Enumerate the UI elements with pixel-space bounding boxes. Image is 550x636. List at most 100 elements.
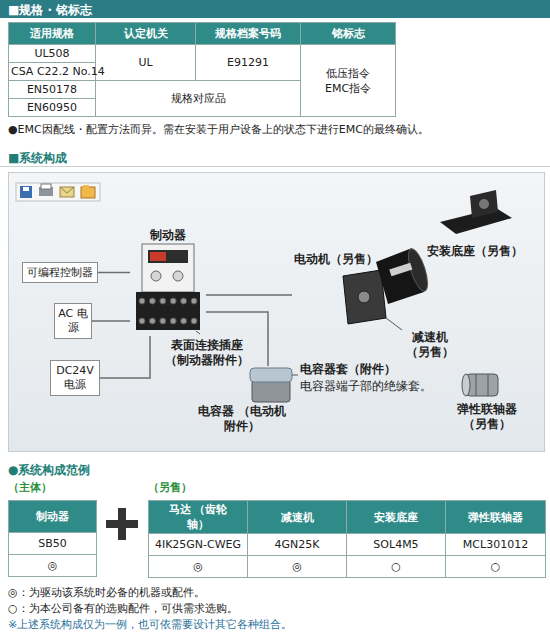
node-title: 电容器 （电动机附件） (192, 404, 292, 434)
table-cell: E91291 (196, 45, 301, 81)
cell-text: SOL4M5 (349, 538, 443, 551)
header-cell: 马达 （齿轮轴） (149, 501, 248, 534)
node-title: 表面连接插座 （制动器附件） (162, 338, 252, 368)
coupling-drawing (462, 374, 498, 396)
cell-text: ◎ (151, 560, 245, 573)
node-title: AC 电源 (55, 307, 91, 335)
node-title: 电容器套（附件） (300, 362, 440, 377)
component-label: 减速机 （另售） (404, 330, 456, 362)
cell-text: 规格对应品 (98, 91, 298, 106)
component-label: 电动机（另售） (292, 252, 422, 326)
cell-text: ◎ (250, 560, 344, 573)
header-cell: 适用规格 (9, 23, 96, 45)
wire (98, 272, 130, 274)
cell-text: 弹性联轴器 (448, 510, 543, 525)
header-cell: 规格档案号码 (196, 23, 301, 45)
table-cell: 4GN25K (248, 534, 347, 556)
note: ※上述系统构成仅为一例，也可依需要设计其它各种组合。 (8, 617, 292, 632)
table-cell: SOL4M5 (347, 534, 446, 556)
node-title: 弹性联轴器 （另售） (446, 402, 528, 432)
component-label: 弹性联轴器 （另售） (446, 368, 528, 436)
cell-text: 铭标志 (303, 26, 393, 41)
section-heading: ■系统构成 (8, 150, 67, 167)
header-cell: 认定机关 (96, 23, 196, 45)
spec-table: 制动器 SB50 ◎ (8, 500, 97, 577)
node-title: 电动机（另售） (294, 252, 390, 267)
cell-text: UL (98, 56, 193, 69)
source-box: 可编程控制器 (22, 262, 98, 283)
note: ○：为本公司备有的选购配件，可供需求选购。 (8, 601, 238, 616)
table-cell: CSA C22.2 No.14 (9, 63, 96, 81)
cell-text: 认定机关 (98, 26, 193, 41)
spec-table: 马达 （齿轮轴） 减速机安装底座弹性联轴器 4IK25GN-CWEG 4GN25K SO… (148, 500, 546, 578)
capacitor-drawing (250, 368, 292, 402)
wire (92, 320, 130, 322)
group-label: （另售） (148, 480, 192, 495)
table-cell: EN50178 (9, 81, 96, 99)
node-title: 减速机 （另售） (404, 330, 456, 360)
header-cell: 减速机 (248, 501, 347, 534)
table-cell: ◎ (248, 556, 347, 578)
table-cell: ○ (347, 556, 446, 578)
mount-bracket-drawing (440, 190, 512, 234)
node-body: 电容器端子部的绝缘套。 (300, 379, 440, 394)
cell-text: UL508 (11, 47, 93, 60)
cell-text: 4GN25K (250, 538, 344, 551)
header-cell: 铭标志 (301, 23, 396, 45)
wire (206, 294, 292, 296)
node-title: 可编程控制器 (23, 266, 97, 280)
controller-drawing (136, 244, 200, 330)
note: ◎：为驱动该系统时必备的机器或配件。 (8, 585, 205, 600)
toolbar-icons (16, 183, 100, 201)
cell-text: ○ (349, 560, 443, 573)
cell-text: 4IK25GN-CWEG (151, 538, 245, 551)
node-title: DC24V 电源 (51, 364, 99, 392)
cell-text: CSA C22.2 No.14 (11, 65, 93, 78)
table-cell: 低压指令 EMC指令 (301, 45, 396, 117)
wire (100, 336, 150, 378)
cell-text: 规格档案号码 (198, 26, 298, 41)
component-label: 安装底座（另售） (424, 188, 526, 260)
table-cell: 4IK25GN-CWEG (149, 534, 248, 556)
cell-text: EN50178 (11, 83, 93, 96)
cell-text: 适用规格 (11, 26, 93, 41)
node-title: 安装底座（另售） (424, 244, 526, 259)
section-heading: ■规格 · 铭标志 (8, 2, 92, 19)
source-box: DC24V 电源 (50, 360, 100, 396)
cell-text: 马达 （齿轮轴） (167, 502, 229, 532)
source-box: AC 电源 (54, 303, 92, 339)
cell-text: EN60950 (11, 101, 93, 114)
group-label: （主体） (8, 480, 52, 495)
node-title: 制动器 (130, 228, 206, 243)
table-cell: SB50 (9, 533, 97, 555)
cell-text: 制动器 (11, 509, 94, 524)
plus-sign (106, 508, 138, 540)
cell-text: 减速机 (250, 510, 344, 525)
spec-table: 适用规格认定机关规格档案号码铭标志 UL508UL E91291 低压指令 EMC指令… (8, 22, 396, 117)
table-cell: ◎ (149, 556, 248, 578)
component-label: 表面连接插座 （制动器附件） (162, 338, 252, 368)
table-cell: EN60950 (9, 99, 96, 117)
cell-text: E91291 (198, 56, 298, 69)
cell-text: 安装底座 (349, 510, 443, 525)
cell-text: MCL301012 (448, 538, 543, 551)
component-label: 制动器 (130, 226, 206, 336)
section-rule (0, 166, 550, 167)
table-cell: 规格对应品 (96, 81, 301, 117)
section-heading: ●系统构成范例 (8, 462, 90, 479)
header-cell: 制动器 (9, 501, 97, 533)
component-label: 电容器套（附件） 电容器端子部的绝缘套。 (300, 362, 442, 398)
cell-text: SB50 (11, 537, 94, 550)
note: ●EMC因配线・配置方法而异。需在安装于用户设备上的状态下进行EMC的最终确认。 (8, 122, 429, 137)
cell-text: 低压指令 EMC指令 (317, 66, 379, 96)
header-cell: 安装底座 (347, 501, 446, 534)
component-label: 电容器 （电动机附件） (192, 366, 294, 434)
table-cell: UL (96, 45, 196, 81)
table-cell: UL508 (9, 45, 96, 63)
table-cell: ○ (446, 556, 546, 578)
cell-text: ◎ (11, 559, 94, 572)
table-cell: ◎ (9, 555, 97, 577)
header-cell: 弹性联轴器 (446, 501, 546, 534)
table-cell: MCL301012 (446, 534, 546, 556)
